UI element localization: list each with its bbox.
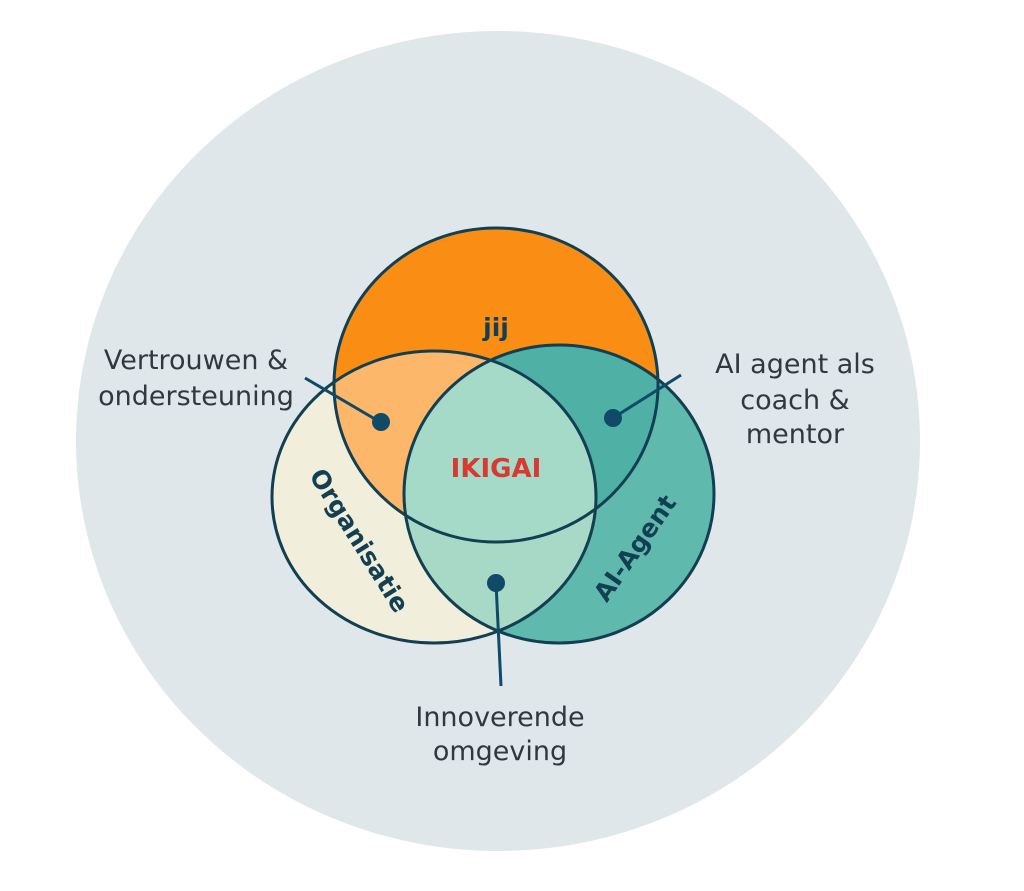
outline-organisatie [270, 349, 598, 645]
callout-vertrouwen-line-1: Vertrouwen & [104, 345, 288, 376]
callout-innoverende-line-2: omgeving [433, 736, 567, 767]
outline-jij [332, 226, 660, 544]
leader-line-vertrouwen [304, 376, 381, 424]
ikigai-center-region [404, 351, 596, 542]
callout-ai-coach-line-2: coach & [740, 385, 850, 416]
label-jij: jij [482, 313, 509, 342]
marker-dot-innoverende [487, 574, 505, 592]
outline-ai-agent [402, 343, 716, 645]
leader-line-ai-coach [612, 373, 682, 420]
callout-innoverende-line-1: Innoverende [415, 702, 584, 733]
marker-dot-ai-coach [604, 409, 622, 427]
callout-vertrouwen-line-2: ondersteuning [98, 381, 294, 412]
ikigai-label: IKIGAI [451, 454, 542, 484]
callout-ai-coach-line-1: AI agent als [715, 349, 875, 380]
marker-dot-vertrouwen [372, 413, 390, 431]
callout-ai-coach-line-3: mentor [746, 419, 845, 450]
leader-line-innoverende [494, 582, 503, 687]
